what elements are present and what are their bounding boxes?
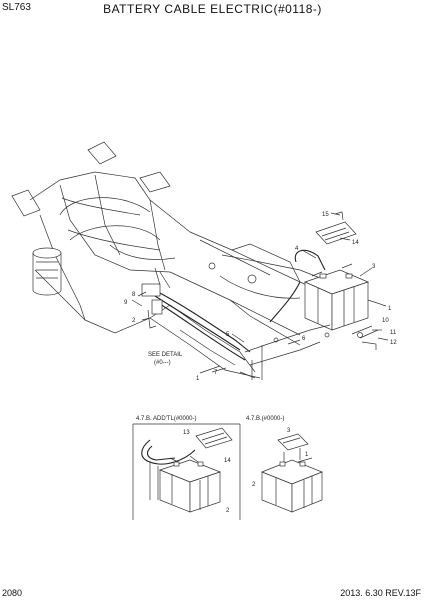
inset-right-label: 4.7.B.(#0000-): [246, 416, 284, 422]
inset-right-callout-1: 1: [305, 452, 309, 458]
callout-7: 7: [214, 370, 218, 376]
inset-right-assembly: [261, 433, 323, 513]
callout-3: 3: [372, 264, 376, 270]
callout-11: 11: [390, 330, 397, 336]
callout-9: 9: [124, 300, 128, 306]
callout-8: 8: [132, 292, 136, 298]
inset-right-callout-2: 2: [252, 482, 256, 488]
inset-right-callout-3: 3: [287, 428, 291, 434]
fuel-tank: [32, 247, 62, 296]
callout-12: 12: [390, 340, 397, 346]
callout-1-bottom: 1: [196, 376, 200, 382]
model-code: SL763: [2, 2, 31, 13]
hardware-bolts: [273, 325, 379, 350]
battery-cover: [315, 211, 357, 245]
note-see-detail-sub: (#0---): [154, 360, 171, 366]
battery-pair-main: [304, 263, 369, 331]
inset-left-callout-13: 13: [183, 430, 190, 436]
callout-15: 15: [322, 212, 329, 218]
inset-left-assembly: [141, 427, 233, 513]
revision-date: 2013. 6.30 REV.13F: [340, 588, 421, 598]
diagram-title: BATTERY CABLE ELECTRIC(#0118-): [103, 2, 322, 16]
callout-5: 5: [226, 332, 230, 338]
callout-14: 14: [352, 240, 359, 246]
page-number: 2080: [2, 588, 23, 598]
callout-4: 4: [295, 246, 299, 252]
detail-inset-frame: [132, 423, 241, 520]
note-see-detail: SEE DETAIL: [148, 352, 183, 358]
callout-6: 6: [302, 336, 306, 342]
callout-2: 2: [132, 318, 136, 324]
inset-left-callout-14: 14: [224, 458, 231, 464]
leader-lines: [131, 212, 389, 374]
callout-1-right: 1: [388, 306, 392, 312]
callout-10: 10: [382, 318, 389, 324]
inset-left-label: 4.7.B. ADD'TL(#0000-): [136, 416, 197, 422]
inset-left-callout-2: 2: [226, 508, 230, 514]
